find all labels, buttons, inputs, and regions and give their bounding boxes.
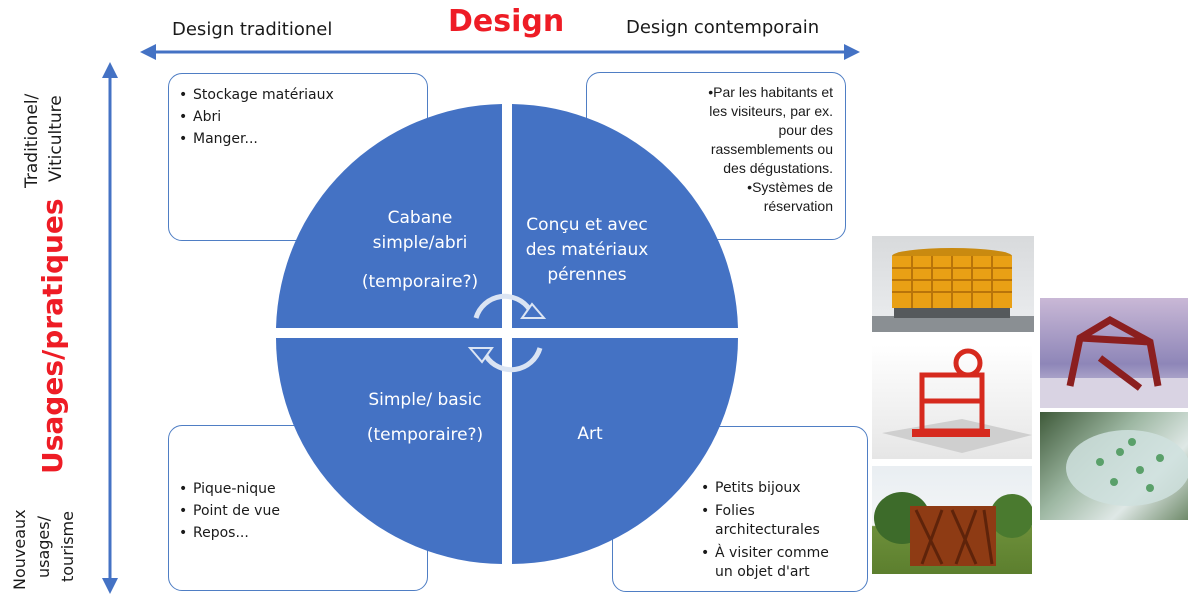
list-item: Stockage matériaux <box>179 84 427 106</box>
text-line: pérennes <box>547 265 627 285</box>
cycle-arrows-icon <box>467 293 547 373</box>
text-line: Simple/ basic <box>368 390 482 410</box>
quadrant-top-right-text: Conçu et avec des matériaux pérennes <box>512 213 662 288</box>
box-bottom-left-list: Pique-nique Point de vue Repos... <box>169 426 427 544</box>
box-top-left-list: Stockage matériaux Abri Manger... <box>169 74 427 150</box>
text-line: Cabane <box>387 208 453 228</box>
list-item: Point de vue <box>179 500 427 522</box>
text-line: (temporaire?) <box>361 272 479 292</box>
list-item-text: Folies architecturales <box>715 502 820 540</box>
quadrant-bottom-left-text: Simple/ basic (temporaire?) <box>340 388 510 448</box>
list-item-text: À visiter comme un objet d'art <box>715 544 829 582</box>
red-pavilion-render-photo <box>872 345 1032 459</box>
text-line: •Systèmes de <box>747 179 833 195</box>
text-line: un objet d'art <box>715 564 810 580</box>
text-line: •Par les habitants et <box>708 84 833 100</box>
list-item: Manger... <box>179 128 427 150</box>
text-line: réservation <box>763 198 833 214</box>
list-item: •Petits bijoux <box>701 480 801 496</box>
list-item: Abri <box>179 106 427 128</box>
text-line: À visiter comme <box>715 545 829 561</box>
quadrant-bottom-right <box>512 338 738 564</box>
quadrant-bottom-right-text: Art <box>560 422 620 447</box>
text-line: architecturales <box>715 522 820 538</box>
design-title: Design <box>448 4 565 39</box>
quadrant-top-right <box>512 104 738 328</box>
text-line: des dégustations. <box>723 160 833 176</box>
text-line: Conçu et avec <box>526 215 648 235</box>
glass-bottle-wall-photo <box>1040 412 1188 520</box>
box-top-right: •Par les habitants et les visiteurs, par… <box>586 72 846 240</box>
list-item: Repos... <box>179 522 427 544</box>
list-item: Pique-nique <box>179 478 427 500</box>
text-line: pour des <box>778 122 833 138</box>
box-top-right-text: •Par les habitants et les visiteurs, par… <box>708 83 833 216</box>
text-line: Art <box>577 424 603 444</box>
text-line: (temporaire?) <box>366 425 484 445</box>
wooden-lattice-pavilion-photo <box>872 466 1032 574</box>
red-frame-sculpture-photo <box>1040 298 1188 408</box>
quadrant-top-left <box>276 104 502 328</box>
list-item-text: Petits bijoux <box>715 480 801 496</box>
quadrant-bottom-left <box>276 338 502 564</box>
vertical-axis-arrow <box>102 62 118 594</box>
text-line: simple/abri <box>372 233 468 253</box>
text-line: les visiteurs, par ex. <box>709 103 833 119</box>
horizontal-axis-arrow <box>140 44 860 60</box>
axis-left-label: Design traditionel <box>172 19 333 40</box>
round-wood-tower-photo <box>872 236 1034 332</box>
text-line: Folies <box>715 503 755 519</box>
axis-right-label: Design contemporain <box>626 17 820 38</box>
text-line: rassemblements ou <box>710 141 833 157</box>
text-line: des matériaux <box>525 240 649 260</box>
quadrant-top-left-text: Cabane simple/abri (temporaire?) <box>340 206 500 295</box>
